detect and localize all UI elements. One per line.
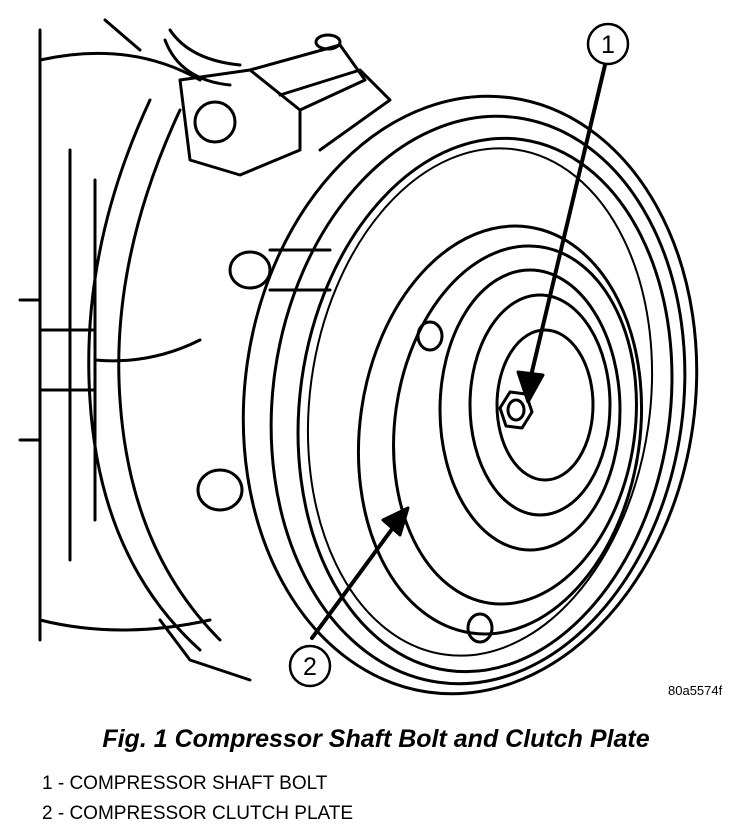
pulley — [241, 94, 699, 696]
shaft-bolt — [498, 390, 534, 430]
legend-item-2: 2 - COMPRESSOR CLUTCH PLATE — [42, 803, 354, 824]
figure-caption: Fig. 1 Compressor Shaft Bolt and Clutch … — [102, 725, 650, 753]
callout-1: 1 — [586, 22, 630, 66]
compressor-illustration: 1 2 — [18, 18, 699, 696]
callout-1-arrow — [516, 63, 607, 404]
legend-item-1: 1 - COMPRESSOR SHAFT BOLT — [42, 773, 328, 794]
figure-code: 80a5574f — [668, 683, 723, 698]
callout-2-arrow — [310, 506, 410, 640]
mounting-bracket — [103, 18, 392, 177]
callout-1-number: 1 — [601, 31, 615, 59]
legend: 1 - COMPRESSOR SHAFT BOLT 2 - COMPRESSOR… — [42, 769, 353, 829]
callout-2: 2 — [288, 644, 332, 688]
compressor-body — [18, 28, 332, 682]
clutch-plate — [356, 224, 644, 644]
callout-2-number: 2 — [303, 653, 317, 681]
